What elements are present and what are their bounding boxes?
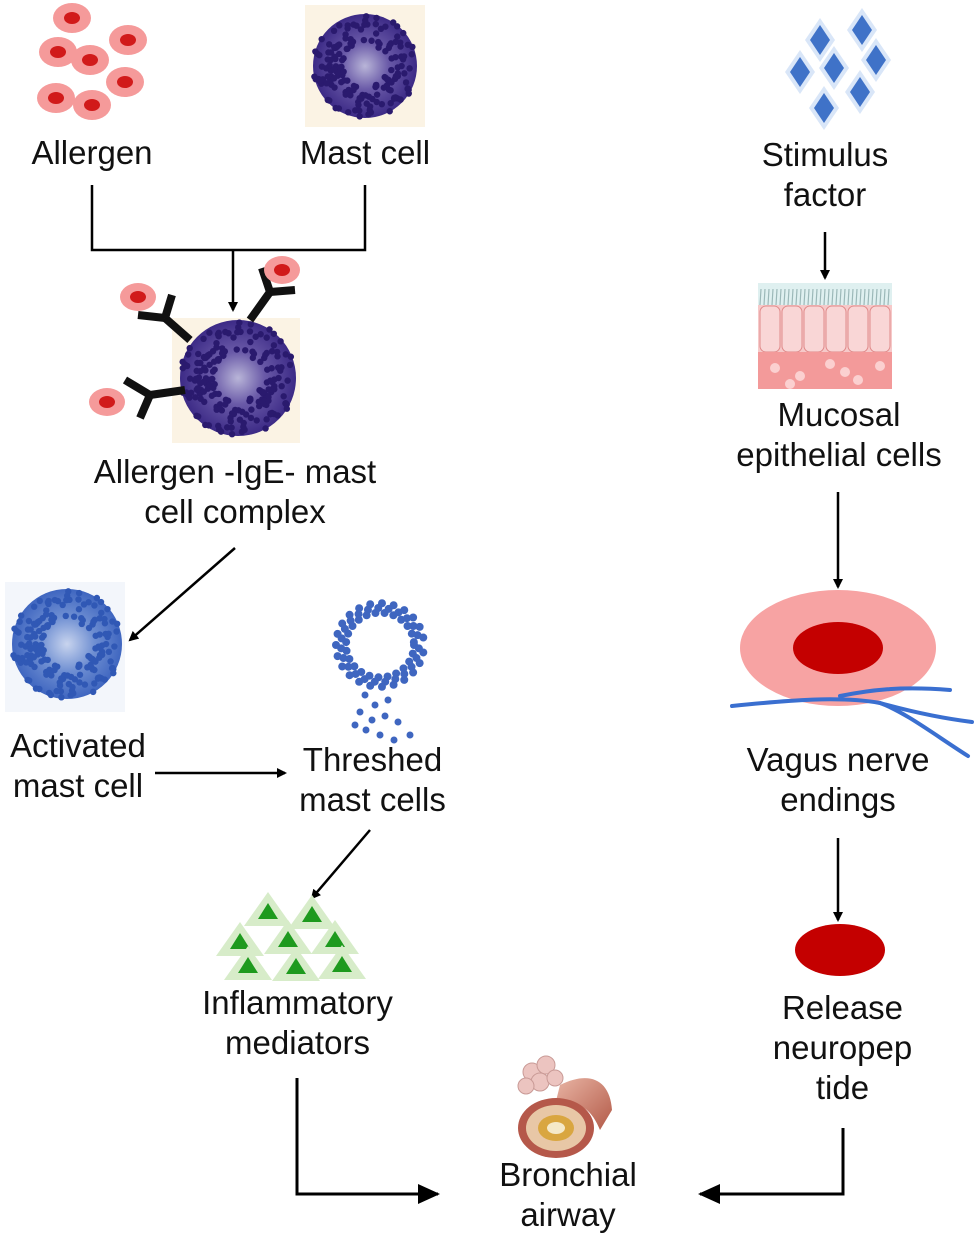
arrow-mediators-to-airway (295, 1078, 440, 1204)
arrow-complex-to-activated (128, 547, 236, 642)
inflammatory-mediators-label: Inflammatory mediators (202, 984, 393, 1061)
mucosal-epithelial-cells-icon (758, 283, 892, 389)
inflammatory-mediators-icon (216, 892, 366, 981)
stimulus-factor-icon (785, 8, 891, 130)
release-neuropeptide-label: Release neuropep tide (772, 989, 913, 1106)
neuropeptide-icon (795, 924, 885, 976)
allergen-ige-complex-icon (89, 256, 300, 443)
vagus-nerve-endings-icon (730, 590, 974, 758)
merge-connector (90, 185, 367, 312)
bronchial-airway-icon (517, 1055, 612, 1158)
stimulus-factor-label: Stimulus factor (761, 136, 889, 213)
mast-cell-icon (305, 5, 425, 127)
mast-cell-label: Mast cell (299, 134, 431, 171)
allergen-label: Allergen (31, 134, 153, 171)
threshed-mast-cells-icon (332, 599, 428, 744)
threshed-mast-cells-label: Threshed mast cells (299, 741, 446, 818)
mucosal-epithelial-cells-label: Mucosal epithelial cells (736, 396, 942, 473)
vagus-nerve-endings-label: Vagus nerve endings (746, 741, 930, 818)
arrow-threshed-to-mediators (310, 829, 371, 900)
arrow-release-to-airway (698, 1128, 845, 1204)
activated-mast-cell-label: Activated mast cell (10, 727, 146, 804)
activated-mast-cell-icon (5, 582, 125, 712)
allergen-icon (37, 3, 147, 120)
allergen-ige-complex-label: Allergen -IgE- mast cell complex (93, 453, 377, 530)
bronchial-airway-label: Bronchial airway (499, 1156, 637, 1233)
